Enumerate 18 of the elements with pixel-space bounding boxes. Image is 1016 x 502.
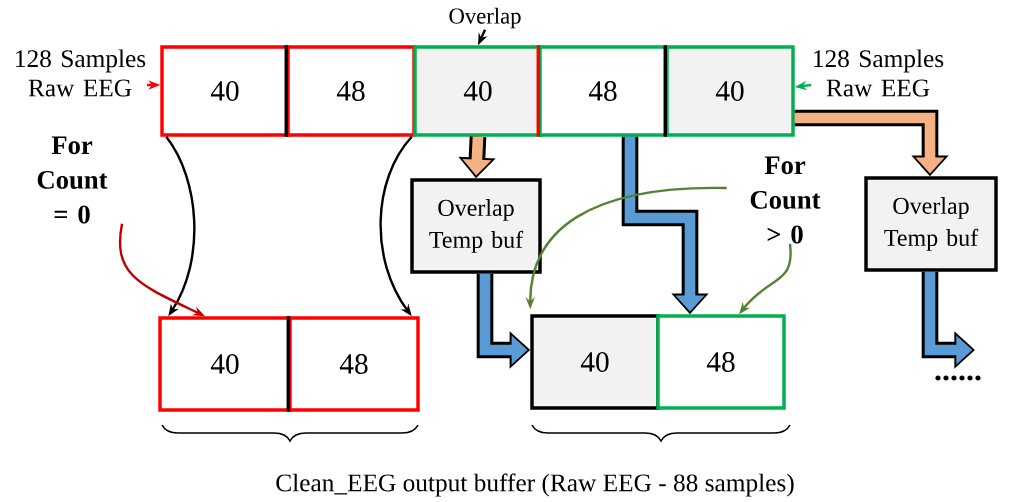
buffer-cell: 48 <box>536 45 668 137</box>
buffer-cell: 40 <box>160 45 290 137</box>
buffer-cell: 40 <box>158 316 292 412</box>
buffer-box: Overlap Temp buf <box>864 176 998 272</box>
side-label: 128 Samples Raw EEG <box>16 49 146 97</box>
condition-label: For Count > 0 <box>750 156 821 244</box>
buffer-cell: 48 <box>284 45 416 137</box>
buffer-cell: 40 <box>530 314 660 410</box>
condition-label: For Count = 0 <box>37 136 108 224</box>
buffer-cell: 48 <box>656 314 786 410</box>
caption-text: Clean_EEG output buffer (Raw EEG - 88 samples) <box>276 473 794 497</box>
buffer-box: Overlap Temp buf <box>410 178 542 274</box>
buffer-cell: 40 <box>663 45 795 137</box>
pointer-label: Overlap <box>449 7 521 29</box>
side-label: 128 Samples Raw EEG <box>814 49 944 97</box>
continuation-dots: ...... <box>935 375 981 381</box>
buffer-cell: 40 <box>413 45 543 137</box>
buffer-cell: 48 <box>286 316 420 412</box>
